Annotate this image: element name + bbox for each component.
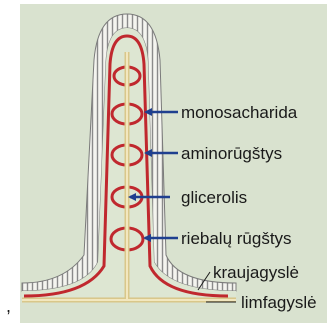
label-monosaccharide: monosacharida xyxy=(181,103,298,122)
label-blood-vessel: kraujagyslė xyxy=(213,263,299,282)
label-lymph-vessel: limfagyslė xyxy=(241,293,317,312)
label-glycerol: glicerolis xyxy=(181,188,247,207)
stray-comma: , xyxy=(6,296,11,316)
label-fatty-acids: riebalų rūgštys xyxy=(181,229,292,248)
label-amino-acids: aminorūgštys xyxy=(181,144,282,163)
